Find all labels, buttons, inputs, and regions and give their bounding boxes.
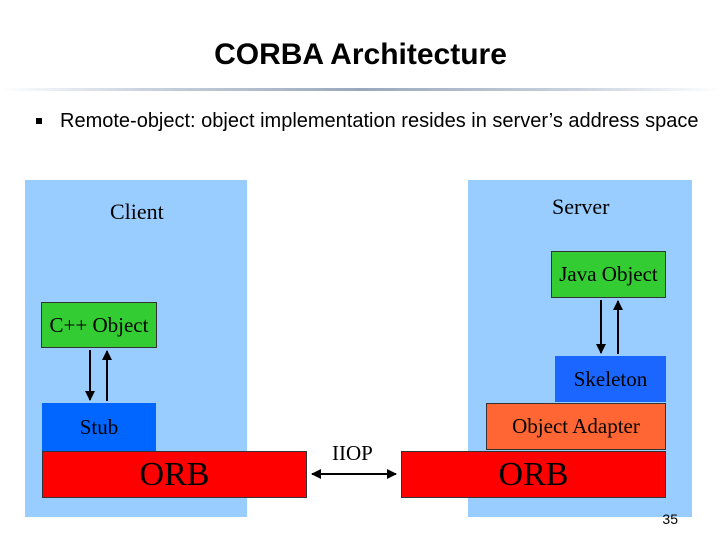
client-label: Client [110, 199, 164, 224]
cpp-object-box: C++ Object [41, 302, 157, 348]
object-adapter-box: Object Adapter [486, 403, 666, 450]
server-skeleton-arrows [596, 300, 623, 354]
client-orb-box: ORB [42, 451, 307, 498]
stub-box: Stub [42, 403, 156, 451]
iiop-label: IIOP [332, 441, 373, 465]
server-label: Server [552, 194, 610, 219]
server-orb-box: ORB [401, 451, 666, 498]
bullet-square-icon [36, 118, 42, 124]
title-divider [0, 88, 721, 91]
bullet-text: Remote-object: object implementation res… [60, 110, 699, 132]
client-stub-arrows [85, 350, 112, 401]
slide-title: CORBA Architecture [214, 38, 507, 71]
java-object-box: Java Object [551, 251, 666, 298]
skeleton-box: Skeleton [555, 356, 666, 402]
page-number: 35 [662, 511, 678, 527]
